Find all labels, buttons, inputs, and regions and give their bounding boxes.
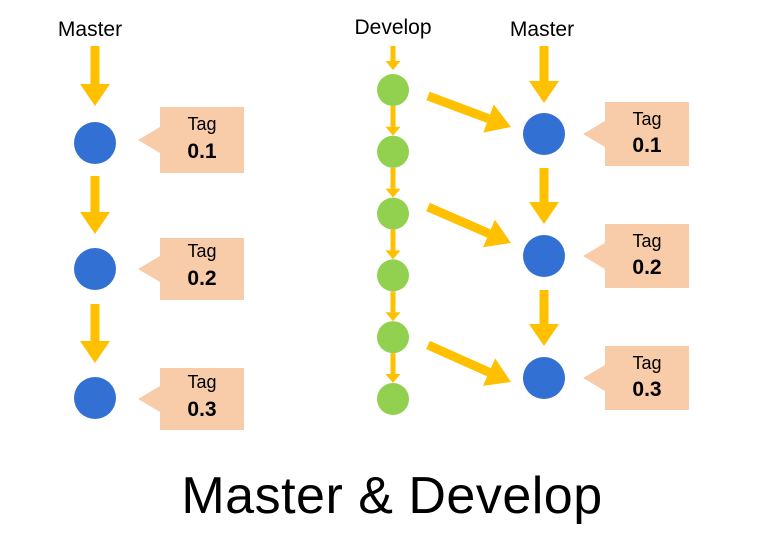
arrow-layer <box>80 46 559 386</box>
left-tag-3-box <box>138 368 244 430</box>
right-tag-2-version: 0.2 <box>632 256 662 279</box>
merge-arrow-1-shaft <box>426 91 491 123</box>
left-arrow-2-3-head <box>80 341 110 363</box>
node-layer <box>74 74 565 419</box>
develop-commit-6 <box>377 383 409 415</box>
merge-arrow-3-shaft <box>426 340 491 377</box>
right-tag-2-word: Tag <box>632 231 662 251</box>
right-tag-3-box <box>583 346 689 410</box>
right-tag-3-word: Tag <box>632 353 662 373</box>
right-arrow-in-head <box>529 81 559 103</box>
right-master-commit-3 <box>523 357 565 399</box>
develop-arrow-4-5-head <box>385 312 401 322</box>
left-arrow-in-head <box>80 84 110 106</box>
develop-commit-5 <box>377 321 409 354</box>
develop-label: Develop <box>354 16 432 39</box>
develop-arrow-3-4-head <box>385 250 401 260</box>
right-tag-1-version: 0.1 <box>632 134 662 157</box>
develop-commit-2 <box>377 135 409 168</box>
develop-commit-3 <box>377 197 409 230</box>
merge-arrow-2-shaft <box>426 202 491 238</box>
left-tag-1-version: 0.1 <box>187 140 217 163</box>
left-master-commit-1 <box>74 122 116 164</box>
tag-layer <box>138 102 689 430</box>
left-master-label: Master <box>57 18 123 41</box>
left-tag-2-box <box>138 238 244 300</box>
left-tag-3-word: Tag <box>187 372 217 392</box>
left-tag-3-version: 0.3 <box>187 398 217 421</box>
develop-arrow-in-head <box>385 61 401 70</box>
develop-commit-4 <box>377 259 409 292</box>
left-master-commit-3 <box>74 377 116 419</box>
right-tag-3-version: 0.3 <box>632 378 662 401</box>
left-master-commit-2 <box>74 248 116 290</box>
right-tag-1-box <box>583 102 689 166</box>
right-arrow-1-2-head <box>529 202 559 224</box>
left-arrow-1-2-head <box>80 212 110 234</box>
develop-arrow-2-3-head <box>385 188 401 198</box>
right-tag-2-box <box>583 224 689 288</box>
right-master-commit-2 <box>523 235 565 277</box>
merge-arrow-1-head <box>483 104 511 133</box>
merge-arrow-3-head <box>482 358 511 386</box>
right-arrow-2-3-head <box>529 324 559 346</box>
develop-arrow-1-2-head <box>385 126 401 136</box>
left-tag-2-version: 0.2 <box>187 267 217 290</box>
right-master-commit-1 <box>523 113 565 155</box>
right-master-label: Master <box>509 18 575 41</box>
develop-arrow-5-6-head <box>385 374 401 383</box>
left-tag-1-box <box>138 107 244 173</box>
left-tag-2-word: Tag <box>187 241 217 261</box>
left-tag-1-word: Tag <box>187 114 217 134</box>
develop-commit-1 <box>377 74 409 106</box>
right-tag-1-word: Tag <box>632 109 662 129</box>
merge-arrow-2-head <box>483 219 511 248</box>
diagram-title: Master & Develop <box>181 467 603 525</box>
